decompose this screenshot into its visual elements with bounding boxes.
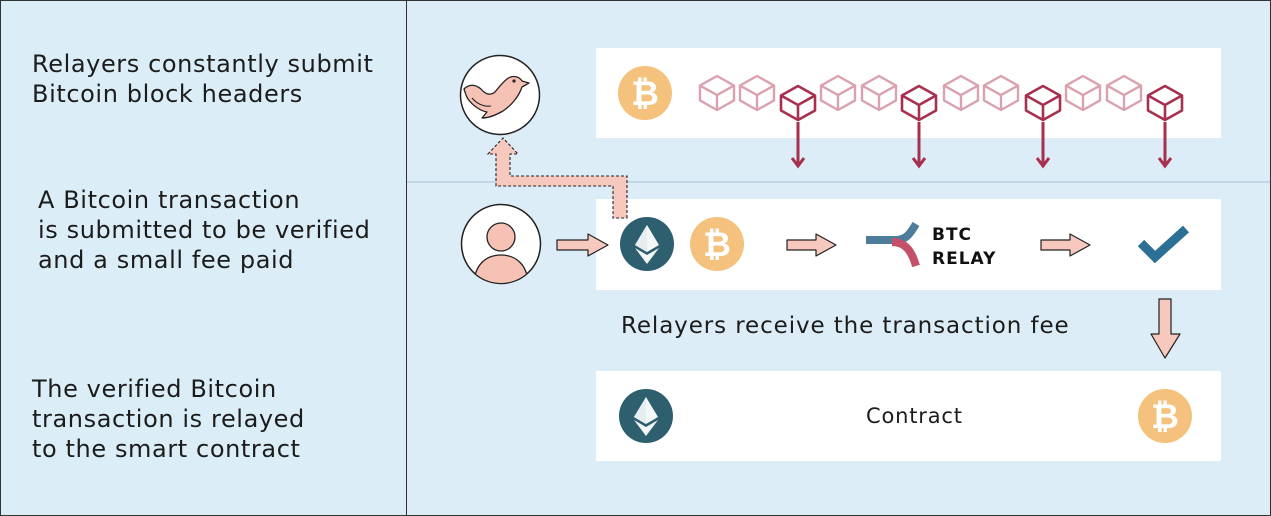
step-3-line-1: The verified Bitcoin [32, 375, 277, 403]
contract-label: Contract [866, 404, 963, 428]
block-icon [1146, 84, 1184, 122]
step-3-text: The verified Bitcoin transaction is rela… [32, 374, 305, 464]
bitcoin-icon: ₿ [1138, 389, 1192, 443]
step-1-text: Relayers constantly submit Bitcoin block… [32, 49, 374, 109]
btc-relay-line-2: RELAY [932, 249, 997, 269]
block-icon [942, 74, 980, 112]
svg-text:₿: ₿ [631, 74, 659, 114]
step-1-line-1: Relayers constantly submit [32, 50, 374, 78]
svg-text:₿: ₿ [703, 225, 731, 265]
left-column [0, 0, 407, 516]
block-icon [1064, 74, 1102, 112]
block-icon [698, 74, 736, 112]
ethereum-icon [620, 217, 674, 271]
step-2-line-2: is submitted to be verified [38, 216, 371, 244]
bitcoin-icon: ₿ [690, 217, 744, 271]
block-icon [819, 74, 857, 112]
relayer-avatar [459, 54, 541, 136]
block-icon [779, 84, 817, 122]
block-icon [1105, 74, 1143, 112]
header-submit-arrow [911, 122, 927, 169]
flow-arrow-2 [786, 233, 837, 257]
block-icon [900, 84, 938, 122]
step-2-line-1: A Bitcoin transaction [38, 186, 301, 214]
btc-relay-line-1: BTC [932, 225, 973, 245]
contract-panel [596, 371, 1221, 461]
checkmark-icon [1138, 225, 1190, 264]
user-avatar [460, 203, 542, 285]
flow-arrow-1 [556, 233, 609, 257]
block-icon [1024, 84, 1062, 122]
block-chain [698, 74, 1184, 169]
bitcoin-icon: ₿ [618, 66, 672, 120]
user-icon [460, 203, 542, 285]
step-3-line-2: transaction is relayed [32, 405, 305, 433]
step-2-text: A Bitcoin transaction is submitted to be… [38, 185, 370, 275]
block-icon [860, 74, 898, 112]
fee-down-arrow [1150, 298, 1181, 359]
header-submit-arrow [1035, 122, 1051, 169]
bird-icon [459, 54, 541, 136]
relayer-return-arrow [486, 137, 628, 219]
header-submit-arrow [790, 122, 806, 169]
flow-arrow-3 [1040, 233, 1091, 257]
svg-text:₿: ₿ [1151, 397, 1179, 437]
btc-relay-logo [866, 222, 920, 268]
ethereum-icon [619, 389, 673, 443]
step-1-line-2: Bitcoin block headers [32, 80, 303, 108]
step-3-line-3: to the smart contract [32, 435, 301, 463]
btc-relay-label: BTC RELAY [932, 223, 996, 271]
header-submit-arrow [1157, 122, 1173, 169]
block-icon [982, 74, 1020, 112]
fee-caption: Relayers receive the transaction fee [621, 313, 1070, 339]
step-2-line-3: and a small fee paid [38, 246, 295, 274]
block-icon [738, 74, 776, 112]
